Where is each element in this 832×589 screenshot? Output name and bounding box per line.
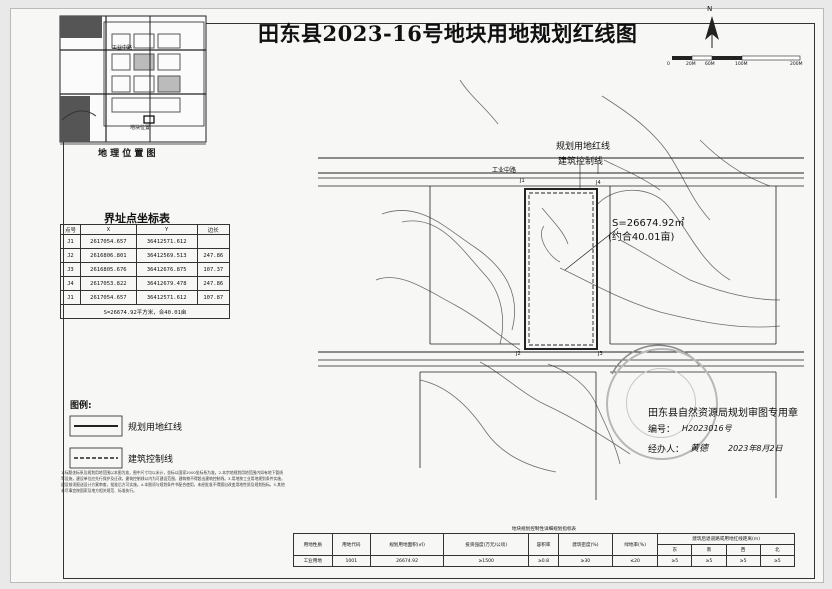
indicator-table-caption: 地块规划控制性详细规划指标表: [511, 527, 577, 532]
legend-item-building: 建筑控制线: [128, 455, 174, 465]
building-line-label: 建筑控制线: [558, 157, 604, 167]
seal-icon: [606, 348, 718, 460]
coord-cell: J1: [60, 234, 81, 249]
location-map: [59, 15, 207, 145]
table-row: J3 2616805.676 36412676.875 107.37: [60, 262, 231, 277]
coord-cell: 36412676.875: [135, 262, 198, 277]
point-j4: J4: [596, 180, 601, 186]
location-map-caption: 地 理 位 置 图: [98, 149, 156, 159]
coord-cell: 36412571.612: [135, 290, 198, 305]
indicator-cell: ≤20: [612, 555, 659, 567]
indicator-cell: ≥5: [657, 555, 693, 567]
coord-cell: 2617054.657: [79, 290, 137, 305]
coord-cell: 2616805.676: [79, 262, 137, 277]
coord-cell: 36412571.612: [135, 234, 198, 249]
coord-cell: J4: [60, 276, 81, 291]
stamp-text: 田东县自然资源局规划审图专用章: [648, 408, 798, 419]
indicator-subheader: 东: [657, 544, 693, 556]
indicator-header: 绿地率(%): [612, 533, 659, 556]
table-row: J2 2616806.801 36412569.513 247.86: [60, 248, 231, 263]
scale-label-4: 200M: [790, 62, 803, 67]
stamp-number: H2023016号: [682, 424, 732, 433]
scale-label-2: 60M: [705, 62, 715, 67]
legend-title: 图例:: [70, 401, 92, 411]
coord-cell: 36412679.478: [135, 276, 198, 291]
indicator-cell: ≥5: [759, 555, 796, 567]
indicator-cell: ≥1500: [443, 555, 530, 567]
coord-header-edge: 边长: [196, 224, 231, 235]
indicator-header: 规划用地面积(㎡): [370, 533, 445, 556]
indicator-cell: ≥0.8: [528, 555, 559, 567]
stamp-handler-label: 经办人：: [648, 445, 685, 455]
planning-line-label: 规划用地红线: [556, 142, 611, 152]
location-road-label: 工业中路: [112, 45, 133, 51]
indicator-header: 容积率: [528, 533, 559, 556]
north-label: N: [707, 5, 713, 13]
coord-cell: [196, 234, 231, 249]
indicator-cell: ≥5: [691, 555, 727, 567]
stamp-date: 2023年8月2日: [728, 444, 783, 453]
coord-cell: 2616806.801: [79, 248, 137, 263]
indicator-header: 用地性质: [293, 533, 333, 556]
indicator-cell: ≥30: [557, 555, 614, 567]
indicator-cell: ≥5: [725, 555, 761, 567]
parcel-boundary: [524, 160, 619, 350]
table-row: J1 2617054.657 36412571.612: [60, 234, 231, 249]
indicator-header: 投资强度(万元/公顷): [443, 533, 530, 556]
coord-cell: J1: [60, 290, 81, 305]
stamp-number-label: 编号：: [648, 425, 676, 435]
coord-cell: 2617054.657: [79, 234, 137, 249]
indicator-header: 建筑密度(%): [557, 533, 614, 556]
indicator-header: 建筑后退道路或用地红线距离(m): [657, 533, 795, 545]
coord-table-title: 界址点坐标表: [104, 212, 170, 225]
table-row: J1 2617054.657 36412571.612 107.87: [60, 290, 231, 305]
location-site-label: 地块位置: [130, 125, 151, 131]
contour-lines: [375, 79, 781, 473]
coord-table-footer: S=26674.92平方米，合40.01亩: [60, 304, 230, 319]
roads: [318, 157, 804, 500]
point-j1: J1: [520, 178, 525, 184]
scale-bar: [672, 55, 801, 61]
coord-cell: 36412569.513: [135, 248, 198, 263]
indicator-table: 地块规划控制性详细规划指标表 用地性质 用地代码 规划用地面积(㎡) 投资强度(…: [293, 525, 796, 567]
road-label: 工业中路: [492, 167, 517, 174]
edge-length: 247.86: [196, 248, 231, 263]
scale-label-3: 100M: [735, 62, 748, 67]
indicator-subheader: 西: [725, 544, 761, 556]
stamp-handler-signature: 黄德: [690, 444, 709, 454]
north-arrow-icon: [705, 16, 719, 48]
point-j2: J2: [516, 351, 521, 357]
area-sub-label: (约合40.01亩): [608, 232, 675, 243]
coord-table: 点号 X Y 边长 J1 2617054.657 36412571.612 J2…: [60, 224, 231, 319]
edge-length: 107.87: [196, 290, 231, 305]
scale-label-1: 20M: [686, 62, 696, 67]
map-title: 田东县2023-16号地块用地规划红线图: [258, 21, 638, 46]
legend-symbols: [69, 415, 123, 469]
point-j3: J3: [598, 351, 603, 357]
area-label: S=26674.92㎡: [612, 218, 685, 229]
notes-text: 1.标题坐标系及规划用地范围以本图为准，图中尺寸均以米计，坐标以国家2000坐标…: [61, 470, 285, 493]
edge-length: 107.37: [196, 262, 231, 277]
coord-header-y: Y: [135, 224, 198, 235]
indicator-header: 用地代码: [331, 533, 372, 556]
coord-cell: 2617053.822: [79, 276, 137, 291]
indicator-cell: 工业用地: [293, 555, 333, 567]
indicator-subheader: 南: [691, 544, 727, 556]
scale-label-0: 0: [667, 62, 670, 67]
edge-length: 247.86: [196, 276, 231, 291]
table-row: J4 2617053.822 36412679.478 247.86: [60, 276, 231, 291]
coord-cell: J2: [60, 248, 81, 263]
coord-header-point: 点号: [60, 224, 81, 235]
coord-header-x: X: [79, 224, 137, 235]
indicator-subheader: 北: [759, 544, 796, 556]
table-row: 工业用地 1001 26674.92 ≥1500 ≥0.8 ≥30 ≤20 ≥5…: [293, 555, 796, 567]
indicator-cell: 26674.92: [370, 555, 445, 567]
legend-item-planning: 规划用地红线: [128, 423, 183, 433]
indicator-cell: 1001: [331, 555, 372, 567]
coord-cell: J3: [60, 262, 81, 277]
